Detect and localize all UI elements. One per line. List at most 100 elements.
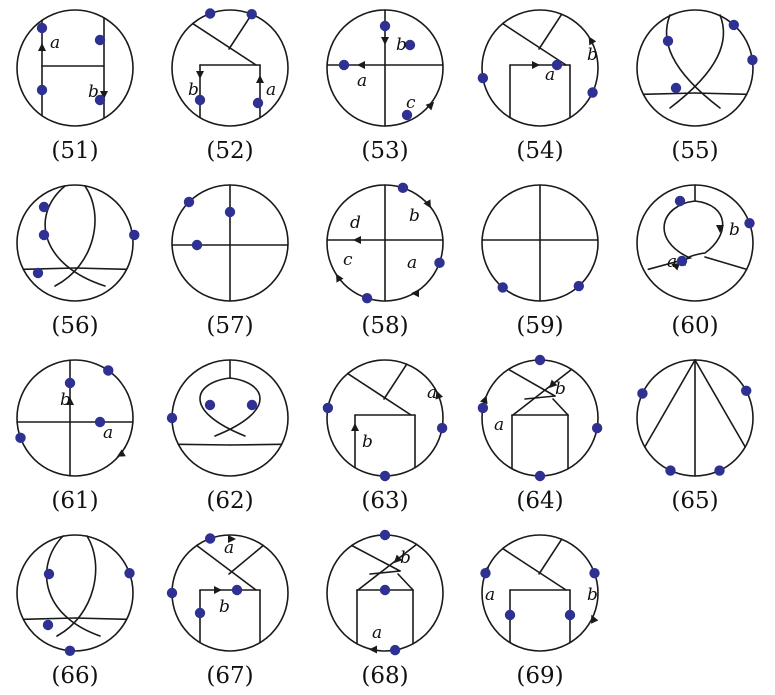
chord-line bbox=[501, 547, 567, 591]
edge-label: b bbox=[555, 379, 566, 399]
circle-boundary bbox=[481, 9, 599, 127]
edge-label: b bbox=[729, 220, 740, 240]
chord-line bbox=[704, 256, 748, 271]
chord-line bbox=[694, 359, 747, 448]
diagram-caption: (63) bbox=[361, 488, 409, 514]
marked-point bbox=[204, 399, 216, 411]
chord-line bbox=[22, 267, 76, 271]
marked-point bbox=[744, 217, 755, 229]
marked-point bbox=[480, 567, 491, 579]
edge-label: a bbox=[427, 383, 437, 403]
edge-label: a bbox=[357, 71, 367, 91]
marked-point bbox=[94, 34, 106, 46]
arrow-head-icon bbox=[66, 397, 74, 405]
marked-point bbox=[676, 255, 688, 267]
marked-point bbox=[589, 567, 600, 579]
diagram-figure bbox=[481, 184, 599, 302]
circle-boundary bbox=[16, 359, 134, 477]
arrow-head-icon bbox=[116, 449, 126, 457]
diagram-caption: (56) bbox=[51, 313, 99, 339]
marked-point bbox=[231, 584, 243, 596]
marked-point bbox=[747, 54, 758, 66]
marked-point bbox=[38, 201, 50, 213]
diagram-figure bbox=[166, 359, 289, 477]
chord-line bbox=[383, 363, 408, 400]
edge-label: a bbox=[50, 33, 60, 53]
chord-line bbox=[507, 368, 556, 397]
diagram-14: (65) bbox=[620, 350, 770, 520]
circle-boundary bbox=[171, 9, 289, 127]
circle-boundary bbox=[326, 359, 444, 477]
marked-point bbox=[564, 609, 576, 621]
marked-point bbox=[714, 465, 725, 476]
arrow-head-icon bbox=[357, 61, 365, 69]
diagram-8: (59) bbox=[465, 175, 615, 345]
marked-point bbox=[534, 354, 546, 366]
edge-label: c bbox=[343, 250, 353, 270]
chord-line bbox=[397, 573, 414, 591]
circle-boundary bbox=[16, 184, 134, 302]
chord-curve bbox=[44, 185, 106, 287]
marked-point bbox=[191, 239, 203, 251]
diagram-15: (66) bbox=[0, 525, 150, 695]
marked-point bbox=[36, 22, 48, 34]
marked-point bbox=[94, 94, 106, 106]
marked-point bbox=[674, 195, 686, 207]
marked-point bbox=[38, 229, 50, 241]
marked-point bbox=[103, 365, 114, 376]
marked-point bbox=[389, 644, 401, 656]
arrow-head-icon bbox=[423, 199, 431, 209]
diagram-figure: ba bbox=[477, 354, 603, 482]
diagram-caption: (66) bbox=[51, 663, 99, 689]
marked-point bbox=[587, 87, 598, 98]
marked-point bbox=[573, 280, 585, 292]
diagram-figure: bac bbox=[326, 9, 444, 127]
marked-point bbox=[665, 465, 676, 476]
circle-boundary bbox=[636, 9, 754, 127]
arrow-head-icon bbox=[591, 614, 599, 624]
diagram-figure bbox=[636, 9, 758, 127]
marked-point bbox=[166, 412, 178, 424]
chord-line bbox=[694, 92, 748, 96]
chord-line bbox=[643, 359, 696, 448]
diagram-caption: (64) bbox=[516, 488, 564, 514]
marked-point bbox=[379, 529, 391, 541]
diagram-4: (55) bbox=[620, 0, 770, 170]
arrow-head-icon bbox=[671, 262, 681, 271]
edge-label: a bbox=[103, 423, 113, 443]
chord-line bbox=[74, 267, 128, 271]
marked-point bbox=[43, 568, 55, 580]
edge-label: a bbox=[545, 65, 555, 85]
chord-curve bbox=[45, 535, 101, 637]
arrow-head-icon bbox=[353, 236, 361, 244]
edge-label: b bbox=[400, 548, 411, 568]
arrow-head-icon bbox=[228, 535, 236, 543]
diagram-figure: ab bbox=[477, 9, 599, 127]
diagram-caption: (51) bbox=[51, 138, 99, 164]
marked-point bbox=[477, 72, 489, 84]
edge-label: b bbox=[409, 206, 420, 226]
chord-line bbox=[524, 395, 556, 400]
edge-label: b bbox=[587, 45, 598, 65]
marked-point bbox=[379, 470, 391, 482]
marked-point bbox=[637, 388, 648, 399]
chord-line bbox=[177, 443, 231, 446]
arrow-head-icon bbox=[480, 395, 488, 405]
marked-point bbox=[322, 402, 334, 414]
edge-label: b bbox=[188, 80, 199, 100]
edge-label: a bbox=[407, 253, 417, 273]
edge-label: a bbox=[485, 585, 495, 605]
marked-point bbox=[670, 82, 682, 94]
arrow-head-icon bbox=[335, 273, 344, 283]
